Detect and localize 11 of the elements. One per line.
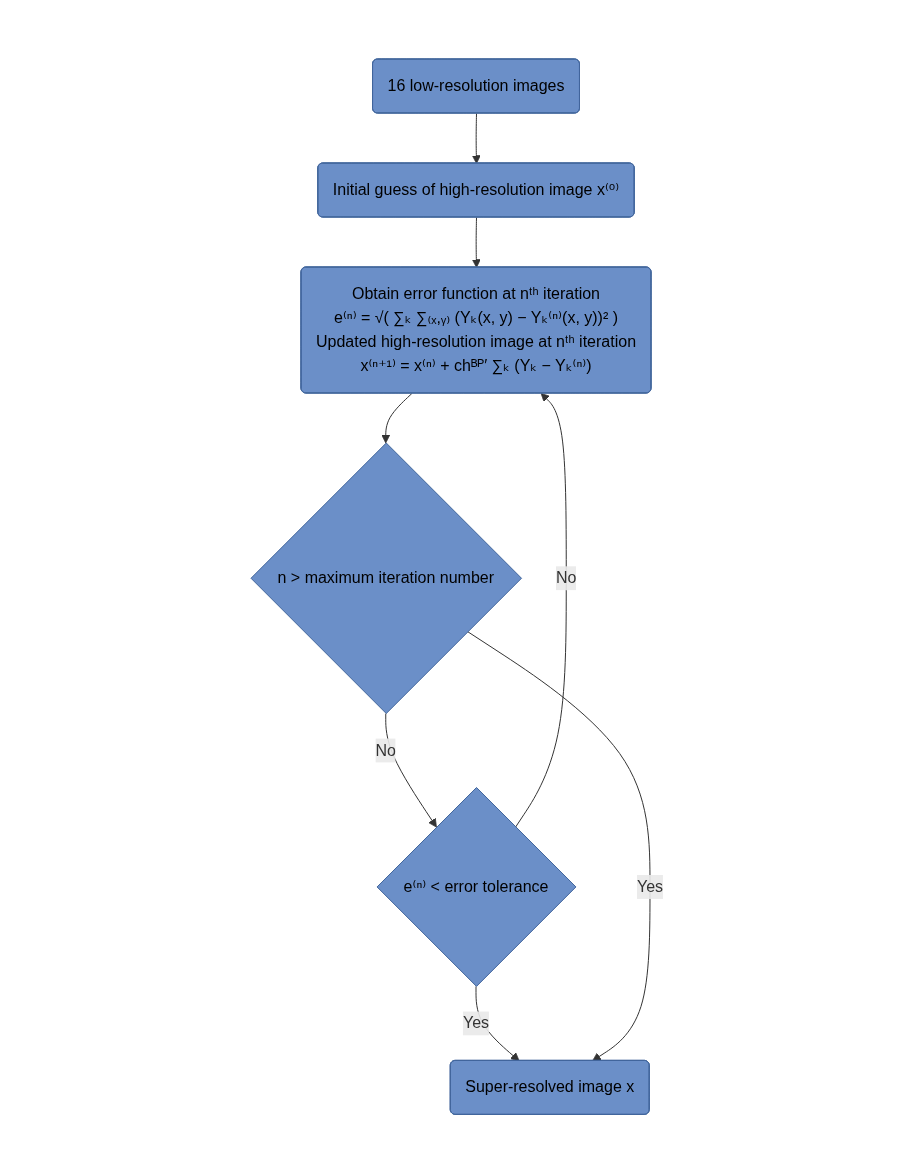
edge-label: Yes: [462, 1014, 490, 1032]
arrow: [471, 216, 481, 268]
arrow: [385, 712, 437, 828]
edge-label: No: [555, 569, 577, 587]
node-diamond: n > maximum iteration number: [250, 442, 522, 714]
arrow: [515, 392, 567, 828]
arrow: [471, 112, 481, 164]
node-diamond: e⁽ⁿ⁾ < error tolerance: [376, 786, 577, 987]
arrow: [381, 392, 413, 444]
edge-label: Yes: [636, 877, 664, 895]
edge-label: No: [375, 741, 396, 759]
